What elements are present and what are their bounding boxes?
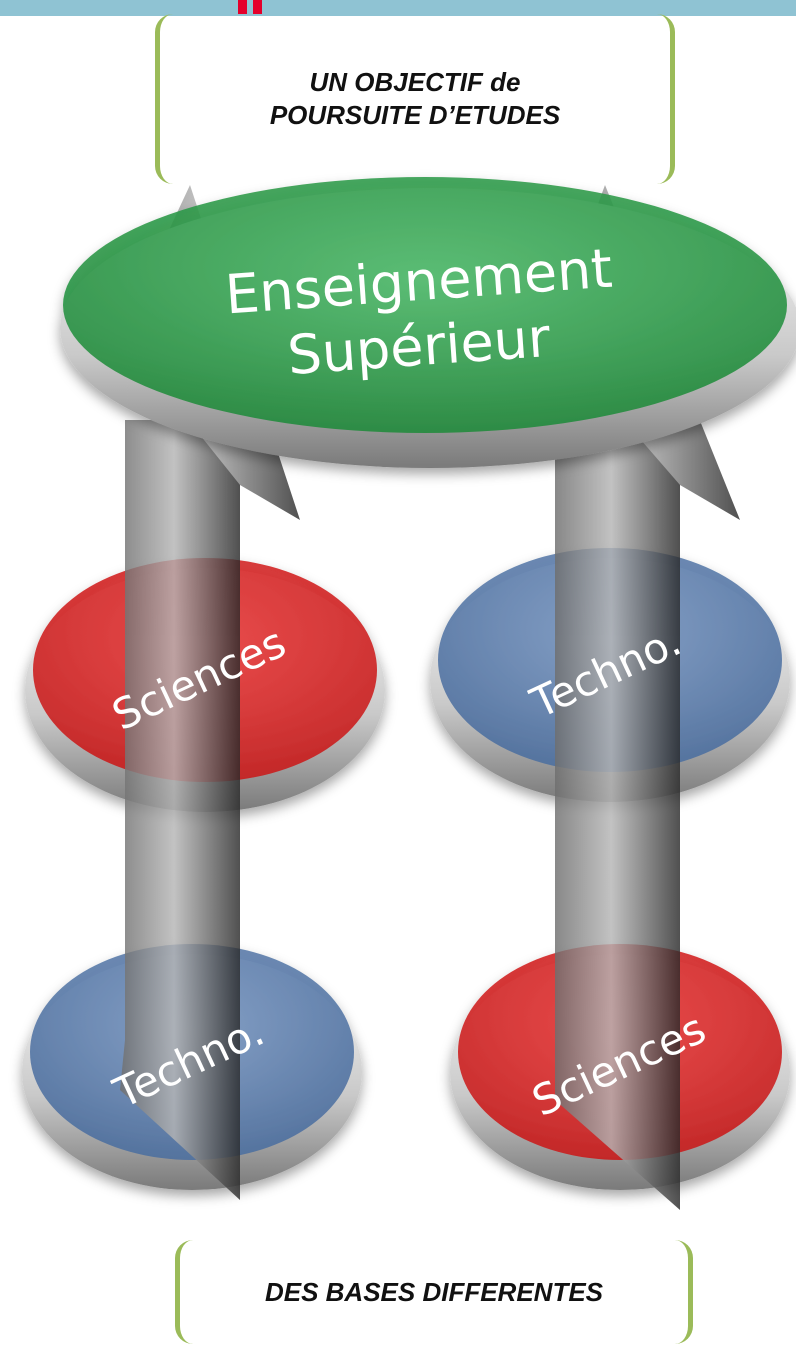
bottom-bracket-box: DES BASES DIFFERENTES xyxy=(175,1240,693,1344)
top-box-text: UN OBJECTIF de POURSUITE D’ETUDES xyxy=(269,67,561,130)
header-bar xyxy=(0,0,796,16)
top-bracket-box: UN OBJECTIF de POURSUITE D’ETUDES xyxy=(155,14,675,184)
header-accent-mark xyxy=(238,0,262,14)
bottom-box-text: DES BASES DIFFERENTES xyxy=(264,1276,604,1307)
disc-top-green xyxy=(60,177,796,468)
